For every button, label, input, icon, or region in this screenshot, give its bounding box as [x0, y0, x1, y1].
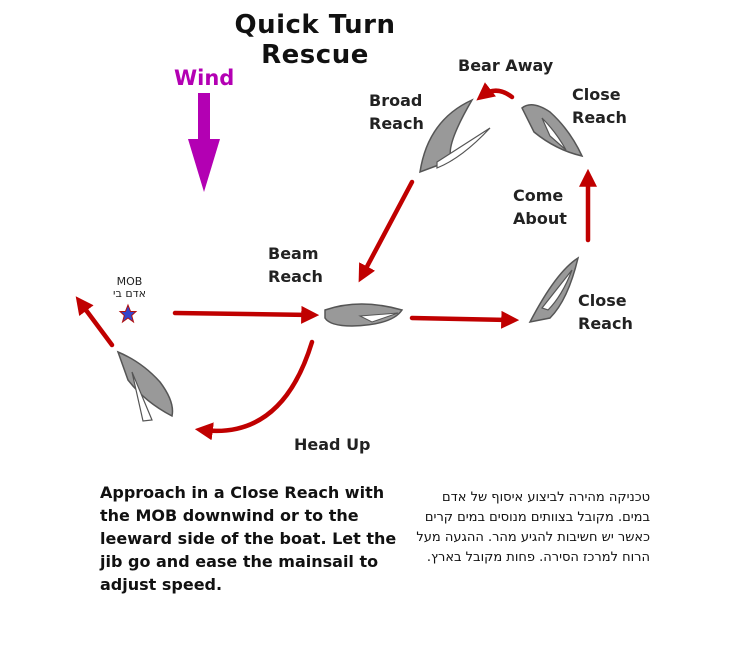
arrow-mob-to-beam — [172, 305, 320, 324]
label-head-up: Head Up — [294, 435, 371, 454]
boat-approach — [116, 350, 174, 422]
label-close-reach-top: Close Reach — [572, 85, 627, 127]
boat-close-reach-right — [528, 256, 580, 324]
description-hebrew: טכניקה מהירה לביצוע איסוף של אדם במים. מ… — [416, 490, 650, 565]
arrow-bear-away — [476, 82, 515, 101]
diagram-title: Quick Turn Rescue — [234, 10, 396, 70]
label-close-reach-right: Close Reach — [578, 291, 633, 333]
label-come-about: Come About — [513, 186, 567, 228]
wind-arrow — [188, 93, 220, 192]
mob-label-he: אדם בי — [113, 287, 146, 300]
wind-label: Wind — [174, 66, 235, 90]
label-beam-reach: Beam Reach — [268, 244, 323, 286]
arrow-beam-to-close — [409, 310, 520, 329]
arrow-head-up — [194, 339, 315, 441]
mob-star-icon — [118, 303, 138, 324]
boat-close-reach-top — [521, 104, 584, 158]
arrow-final-approach — [75, 296, 115, 348]
label-bear-away: Bear Away — [458, 56, 554, 75]
boat-broad-reach — [419, 98, 491, 174]
arrow-broad-to-beam — [358, 179, 415, 283]
mob-label-en: MOB — [116, 275, 143, 288]
label-broad-reach: Broad Reach — [369, 91, 424, 133]
mob-label: MOB אדם בי — [113, 276, 146, 300]
description-english: Approach in a Close Reach with the MOB d… — [100, 483, 397, 594]
boat-beam-reach — [324, 303, 404, 327]
